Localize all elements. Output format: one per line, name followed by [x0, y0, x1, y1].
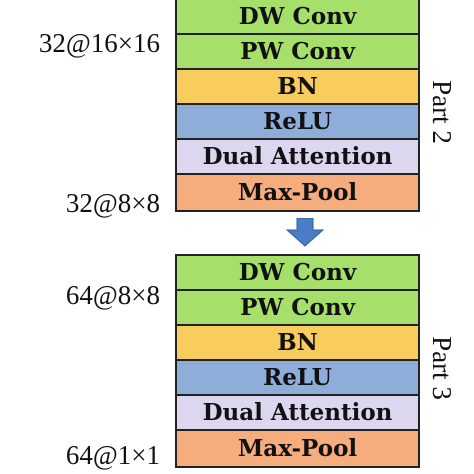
part3-input-dim: 64@8×8	[65, 280, 160, 310]
part3-output-dim: 64@1×1	[65, 440, 160, 470]
part3-bn-block: BN	[177, 326, 418, 361]
part2-label: Part 2	[427, 80, 457, 144]
part3-relu-block: ReLU	[177, 361, 418, 396]
part2-layer-stack: DW Conv PW Conv BN ReLU Dual Attention M…	[175, 0, 420, 212]
down-arrow-shape	[285, 217, 325, 247]
part3-layer-stack: DW Conv PW Conv BN ReLU Dual Attention M…	[175, 254, 420, 468]
part2-max-pool-block: Max-Pool	[177, 175, 418, 210]
part2-output-dim: 32@8×8	[65, 188, 160, 218]
part3-dw-conv-block: DW Conv	[177, 256, 418, 291]
part3-pw-conv-block: PW Conv	[177, 291, 418, 326]
part2-relu-block: ReLU	[177, 105, 418, 140]
part3-label: Part 3	[427, 336, 457, 400]
part3-max-pool-block: Max-Pool	[177, 431, 418, 466]
part2-pw-conv-block: PW Conv	[177, 35, 418, 70]
down-arrow-icon	[283, 217, 327, 252]
part2-dw-conv-block: DW Conv	[177, 0, 418, 35]
part3-dual-attention-block: Dual Attention	[177, 396, 418, 431]
part2-bn-block: BN	[177, 70, 418, 105]
part2-dual-attention-block: Dual Attention	[177, 140, 418, 175]
part2-input-dim: 32@16×16	[38, 28, 160, 58]
